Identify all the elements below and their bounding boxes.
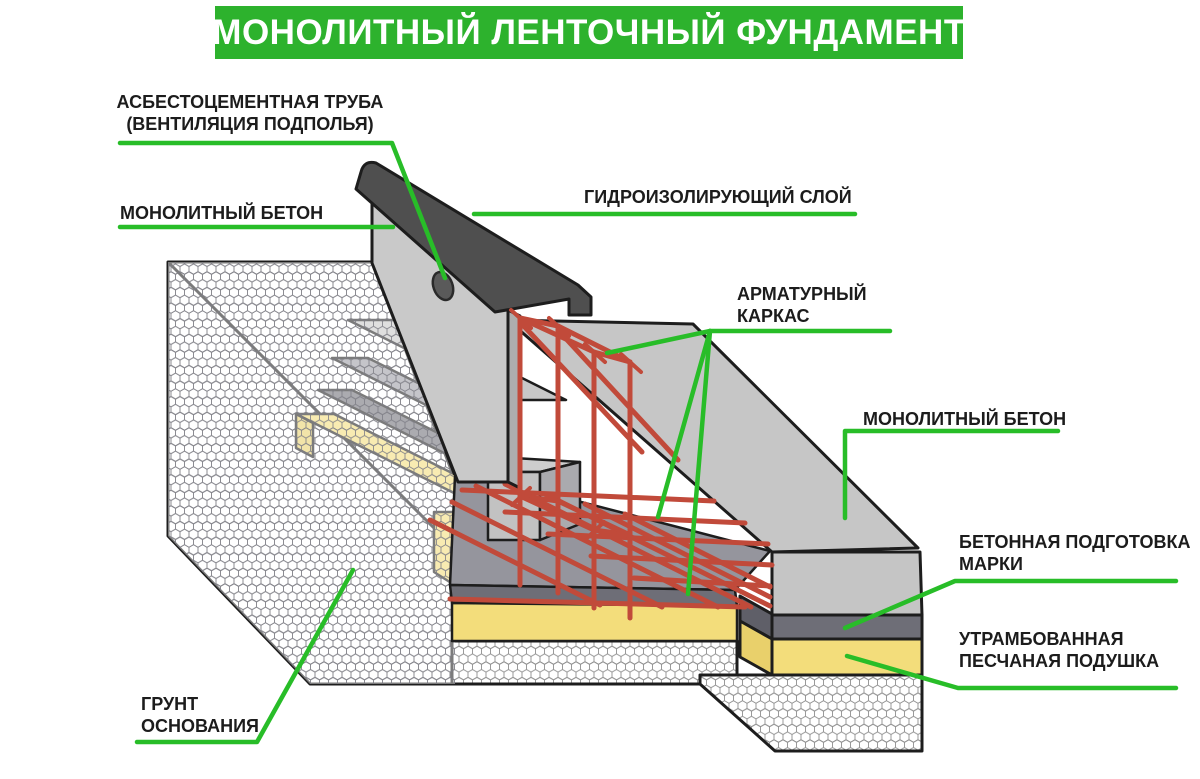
- label-concrete-preparation: БЕТОННАЯ ПОДГОТОВКА МАРКИ: [959, 532, 1191, 574]
- label-asbestos-pipe: АСБЕСТОЦЕМЕНТНАЯ ТРУБА (ВЕНТИЛЯЦИЯ ПОДПО…: [116, 92, 384, 134]
- soil-right-base: [698, 673, 924, 753]
- soil-front-band: [450, 639, 739, 686]
- leader-soil: [134, 567, 356, 745]
- concrete-top-face: [506, 318, 920, 554]
- soil-hatch-overlay: [168, 262, 455, 684]
- leader-lines: [117, 140, 1179, 745]
- rebar-cage: [509, 308, 681, 621]
- leader-rebar-branch-2: [655, 328, 713, 520]
- page-title: МОНОЛИТНЫЙ ЛЕНТОЧНЫЙ ФУНДАМЕНТ: [212, 12, 965, 52]
- leader-prep: [842, 578, 1179, 631]
- leader-rebar-branch-3: [685, 328, 713, 597]
- label-waterproofing-layer: ГИДРОИЗОЛИРУЮЩИЙ СЛОЙ: [584, 187, 852, 207]
- label-sand-cushion: УТРАМБОВАННАЯ ПЕСЧАНАЯ ПОДУШКА: [959, 629, 1160, 671]
- leader-concrete-right: [842, 428, 1061, 521]
- sand-cushion-end-strip: [738, 619, 774, 677]
- title-banner: МОНОЛИТНЫЙ ЛЕНТОЧНЫЙ ФУНДАМЕНТ: [212, 6, 965, 59]
- vent-pipe-hole: [431, 270, 455, 302]
- label-rebar-cage: АРМАТУРНЫЙ КАРКАС: [737, 284, 867, 326]
- leader-rebar-branch-1: [604, 328, 713, 356]
- label-monolithic-concrete-right: МОНОЛИТНЫЙ БЕТОН: [863, 409, 1067, 429]
- label-monolithic-concrete-left: МОНОЛИТНЫЙ БЕТОН: [120, 203, 324, 223]
- leader-sand: [844, 653, 1179, 691]
- banner-background: [215, 6, 963, 59]
- leader-pipe: [117, 140, 448, 281]
- label-base-soil: ГРУНТ ОСНОВАНИЯ: [141, 694, 259, 736]
